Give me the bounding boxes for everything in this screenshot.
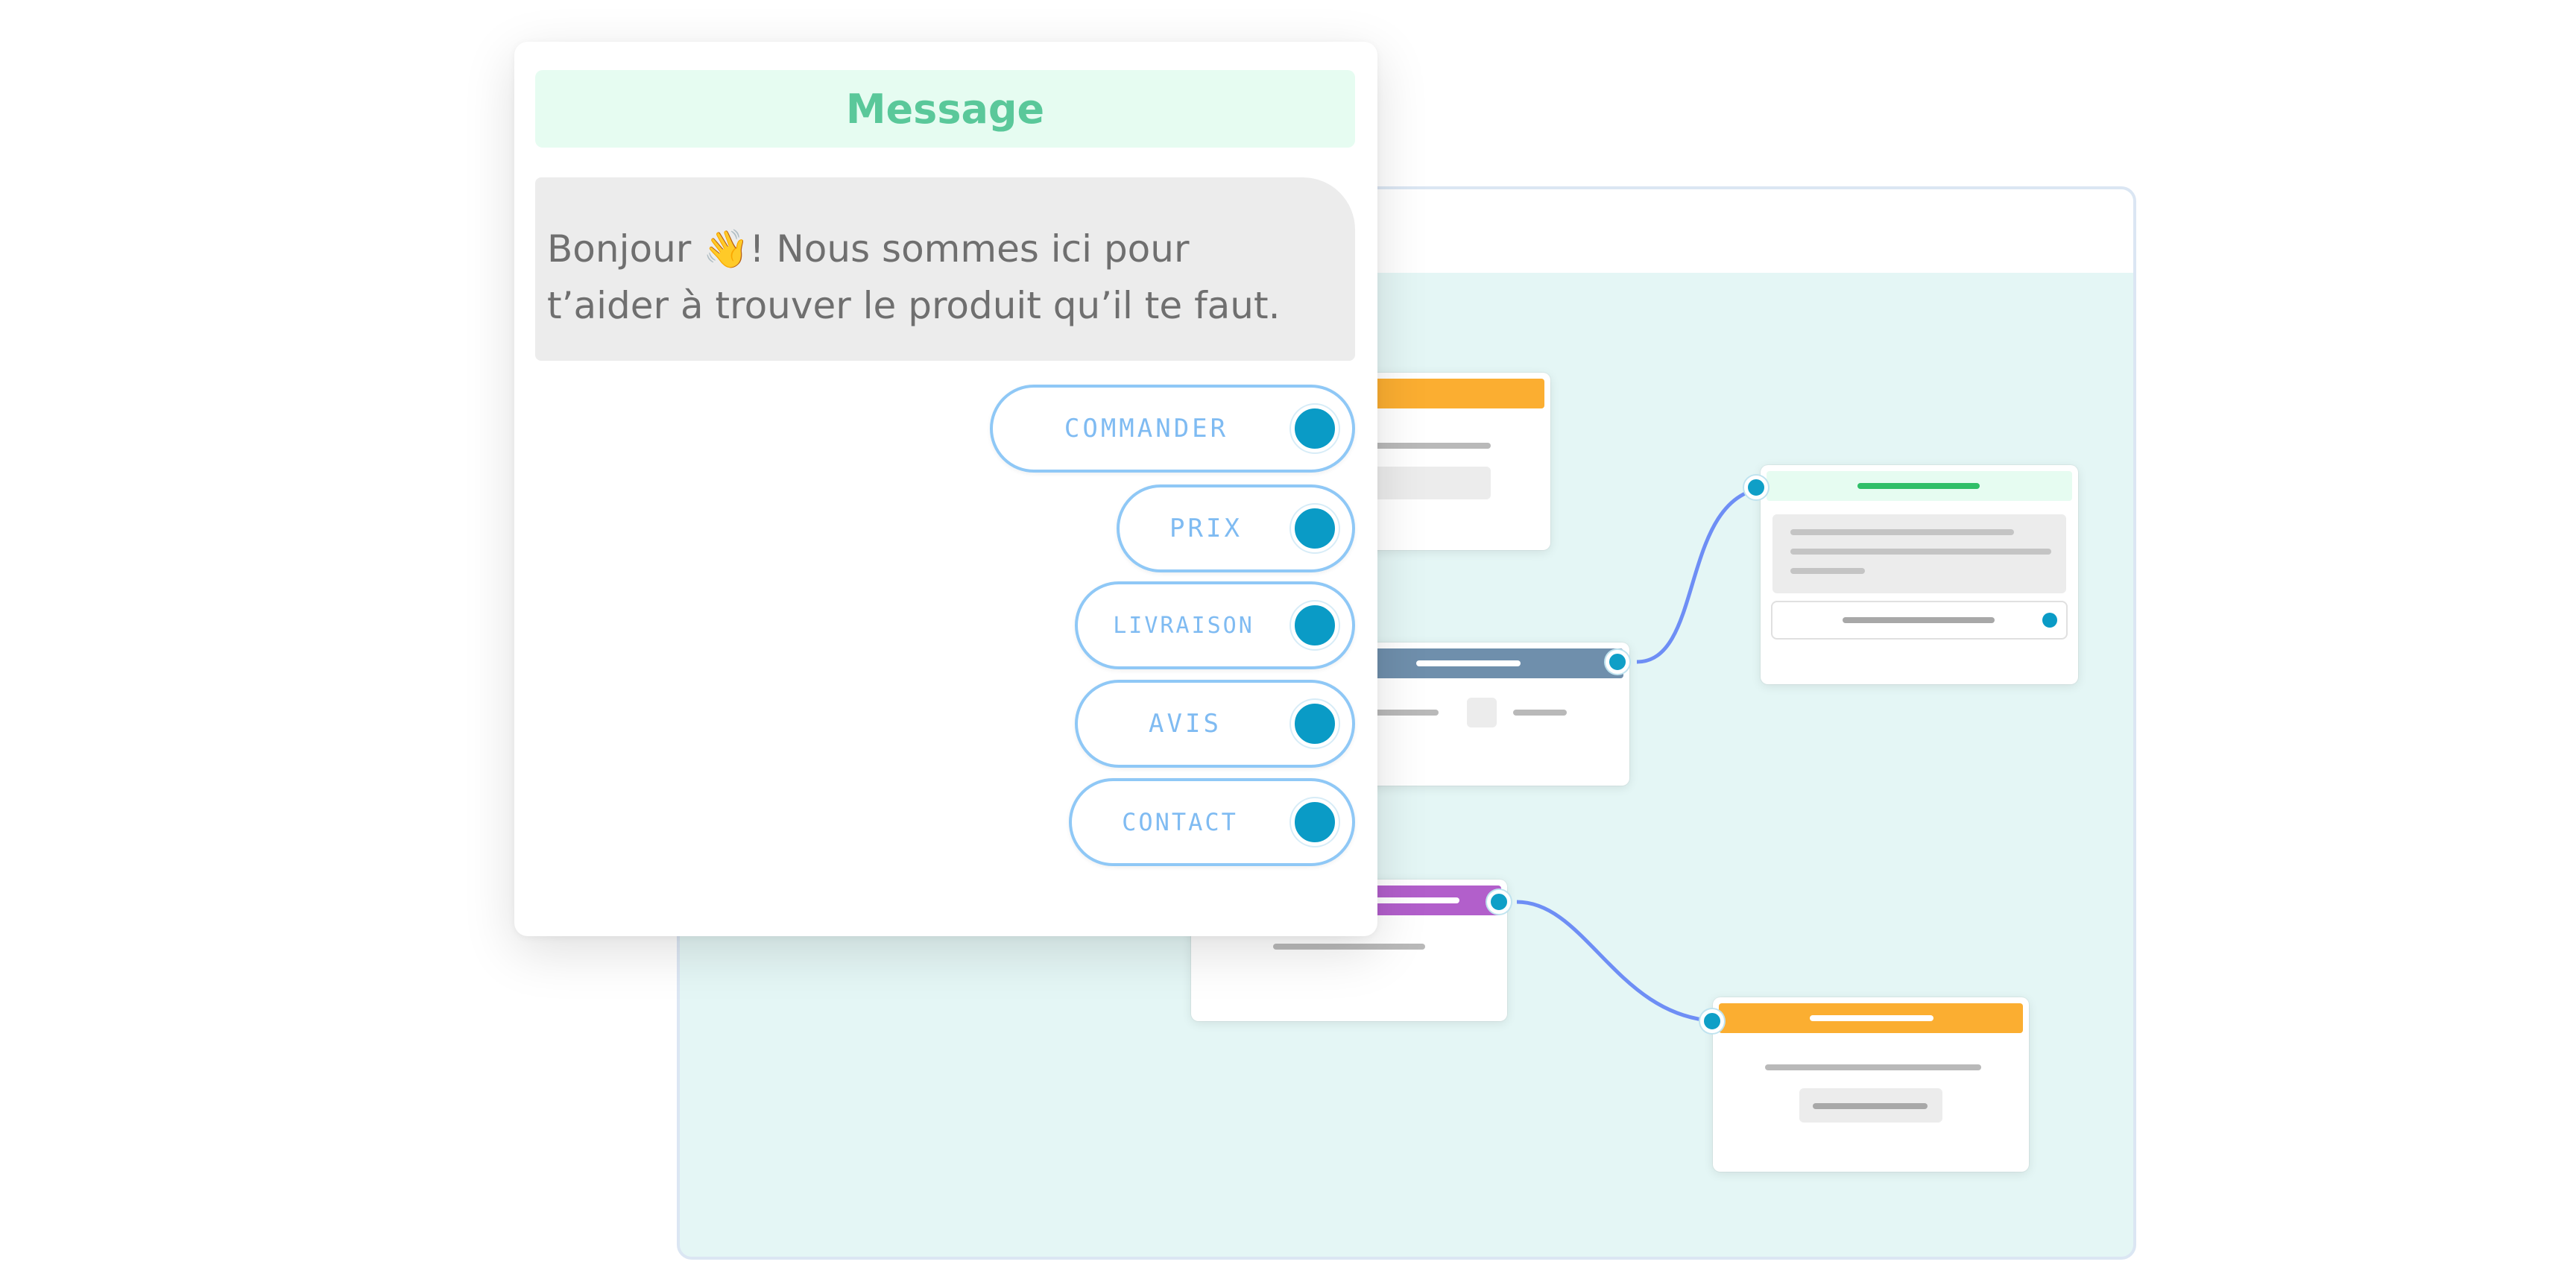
node-button-port	[2042, 613, 2057, 628]
message-bubble: Bonjour 👋! Nous sommes ici pour t’aider …	[535, 177, 1355, 361]
flow-node-orange-bottom[interactable]	[1713, 997, 2029, 1172]
choice-button-commander[interactable]: COMMANDER	[990, 385, 1355, 473]
choice-button-livraison[interactable]: LIVRAISON	[1075, 581, 1355, 669]
choice-button-label: CONTACT	[1122, 808, 1238, 836]
node-header-line	[1810, 1015, 1933, 1021]
node-text-line	[1371, 710, 1439, 716]
choice-connector-dot[interactable]	[1291, 505, 1339, 552]
node-output-port[interactable]	[1487, 890, 1511, 914]
node-text-line	[1513, 710, 1567, 716]
choice-connector-dot[interactable]	[1291, 700, 1339, 748]
choice-button-contact[interactable]: CONTACT	[1069, 778, 1355, 866]
choice-button-prix[interactable]: PRIX	[1117, 484, 1355, 572]
node-output-port[interactable]	[1606, 650, 1629, 674]
choice-button-label: COMMANDER	[1064, 414, 1229, 443]
message-bubble-line: Bonjour 👋! Nous sommes ici pour	[547, 227, 1190, 271]
node-chip	[1357, 467, 1491, 499]
node-input-port[interactable]	[1700, 1009, 1724, 1033]
choice-button-label: AVIS	[1149, 709, 1222, 739]
choice-connector-dot[interactable]	[1291, 602, 1339, 649]
node-text-line	[1813, 1103, 1928, 1109]
node-text-line	[1790, 529, 2014, 535]
node-input-port[interactable]	[1744, 476, 1768, 499]
node-header-line	[1857, 483, 1980, 489]
choice-connector-dot[interactable]	[1291, 405, 1339, 452]
node-header-line	[1416, 660, 1521, 666]
flow-node-message-preview[interactable]	[1761, 465, 2078, 684]
node-text-line	[1273, 944, 1425, 950]
node-text-line	[1790, 549, 2051, 555]
node-header-line	[1370, 897, 1459, 903]
choice-button-label: PRIX	[1169, 514, 1243, 543]
message-card: Message Bonjour 👋! Nous sommes ici pour …	[514, 42, 1377, 936]
message-header: Message	[535, 70, 1355, 148]
node-text-line	[1357, 443, 1491, 449]
message-bubble-line: t’aider à trouver le produit qu’il te fa…	[547, 284, 1281, 327]
node-text-line	[1843, 617, 1995, 623]
choice-button-label: LIVRAISON	[1113, 612, 1254, 639]
choice-button-avis[interactable]: AVIS	[1075, 680, 1355, 768]
node-text-line	[1765, 1064, 1981, 1070]
message-header-title: Message	[845, 85, 1045, 133]
node-chip	[1467, 698, 1497, 727]
choice-connector-dot[interactable]	[1291, 798, 1339, 846]
node-text-line	[1790, 568, 1865, 574]
